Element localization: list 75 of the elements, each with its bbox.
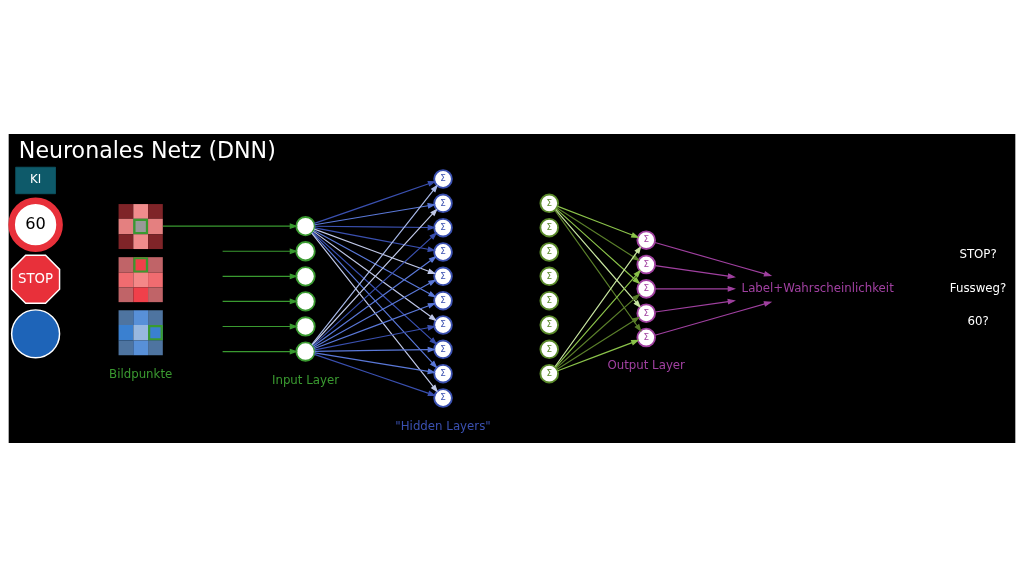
arrow	[313, 229, 437, 298]
arrow	[314, 202, 436, 225]
arrow	[311, 232, 439, 393]
arrow	[313, 228, 437, 274]
arrow	[311, 231, 438, 369]
node-circle: Σ	[539, 217, 559, 237]
node-circle	[10, 308, 61, 359]
arrow	[311, 207, 438, 346]
node-circle: Σ	[433, 217, 453, 237]
arrow	[314, 346, 436, 352]
arrow	[555, 269, 642, 368]
label: 60?	[967, 313, 989, 328]
arrow	[222, 272, 298, 279]
node-circle: Σ	[636, 278, 656, 299]
label: Bildpunkte	[109, 366, 173, 381]
arrow	[313, 302, 437, 349]
arrow	[222, 323, 298, 329]
label: KI	[29, 171, 42, 186]
arrow	[313, 353, 437, 396]
node-circle: Σ	[433, 193, 453, 213]
arrow	[556, 316, 640, 370]
node-circle: Σ	[433, 290, 453, 310]
node-circle	[295, 215, 316, 236]
arrow	[222, 247, 298, 254]
arrow	[557, 339, 640, 371]
node-circle: Σ	[433, 168, 453, 189]
node-circle: Σ	[433, 266, 453, 286]
node-circle: Σ	[433, 387, 453, 408]
arrow	[222, 348, 298, 354]
node-circle: Σ	[433, 241, 453, 262]
arrow	[314, 224, 436, 230]
arrow	[654, 264, 736, 279]
node-circle	[295, 265, 316, 286]
node-circle	[295, 315, 316, 337]
node-circle: Σ	[433, 363, 453, 383]
node-circle: Σ	[636, 302, 656, 323]
node-circle: 60	[8, 196, 63, 252]
node-circle: Σ	[636, 327, 656, 347]
arrow	[162, 222, 298, 229]
label: Fussweg?	[949, 280, 1007, 295]
arrow	[314, 226, 436, 252]
arrow	[555, 292, 641, 369]
label: STOP?	[959, 246, 997, 261]
arrow	[313, 279, 437, 348]
label: Output Layer	[607, 357, 685, 372]
node-circle: Σ	[433, 314, 453, 335]
node-circle: Σ	[539, 363, 559, 383]
node-circle: Σ	[539, 193, 559, 213]
arrow	[654, 241, 773, 277]
arrow	[311, 183, 439, 345]
node-circle	[295, 290, 316, 312]
arrow	[654, 300, 773, 336]
node-circle: Σ	[636, 254, 656, 274]
label: Input Layer	[271, 372, 340, 387]
node-circle: Σ	[539, 290, 559, 310]
arrow	[654, 285, 736, 292]
diagram-title: Neuronales Netz (DNN)	[18, 136, 276, 163]
node-circle	[295, 240, 316, 261]
arrow	[314, 351, 436, 374]
arrow	[312, 230, 438, 321]
arrow	[314, 324, 436, 350]
label: "Hidden Layers"	[395, 418, 491, 433]
arrow	[654, 298, 736, 313]
arrow	[313, 180, 437, 224]
arrow	[312, 255, 438, 347]
node-circle: Σ	[539, 266, 559, 286]
node-text: Label+Wahrscheinlichkeit	[741, 280, 894, 295]
arrow	[222, 298, 298, 304]
node-circle: Σ	[433, 339, 453, 359]
node-circle	[295, 340, 316, 362]
node-circle: Σ	[539, 314, 559, 335]
node-circle: Σ	[539, 241, 559, 262]
node-circle: Σ	[636, 229, 656, 250]
arrow	[557, 205, 640, 238]
node-circle: Σ	[539, 339, 559, 359]
